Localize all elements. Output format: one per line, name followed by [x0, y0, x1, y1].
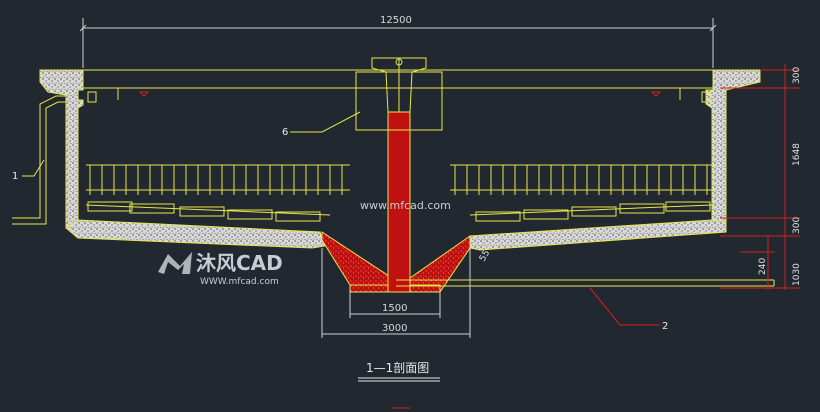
dim-300-mid: 300 — [792, 217, 802, 234]
overall-dimension — [79, 18, 717, 68]
filter-brick — [523, 209, 569, 220]
filter-brick — [275, 211, 321, 222]
watermark-brand: 沐风CAD — [196, 251, 283, 275]
inlet-pipe — [12, 95, 66, 225]
dim-240: 240 — [758, 258, 768, 275]
sludge-outlet-pipe — [396, 279, 775, 287]
brand-logo-icon — [158, 252, 192, 274]
callout-leaders — [22, 111, 660, 326]
right-wall — [705, 69, 761, 229]
dim-3000: 3000 — [382, 323, 407, 334]
filter-brick — [571, 206, 617, 217]
watermark-brand-url: WWW.mfcad.com — [200, 277, 279, 287]
water-level-marks — [138, 91, 662, 97]
dim-1648: 1648 — [792, 143, 802, 166]
center-column — [355, 57, 443, 293]
sludge-hopper — [321, 231, 393, 293]
top-beam — [40, 69, 713, 89]
dim-1030: 1030 — [792, 263, 802, 286]
section-title-underline — [358, 377, 440, 382]
right-dimensions — [720, 64, 800, 290]
overall-width-label: 12500 — [380, 15, 412, 26]
bottom-dimensions — [321, 248, 471, 338]
dim-1500: 1500 — [382, 303, 407, 314]
left-wall — [39, 69, 84, 229]
scraper-ticks-left — [89, 165, 343, 195]
sludge-hopper-right — [409, 235, 471, 293]
callout-2: 2 — [662, 321, 668, 332]
filter-brick — [665, 201, 711, 212]
scraper-frame-right — [450, 164, 713, 216]
bottom-slab — [65, 219, 326, 249]
filter-brick — [475, 211, 521, 222]
dim-300-top: 300 — [792, 67, 802, 84]
callout-1: 1 — [12, 171, 18, 182]
section-title: 1—1剖面图 — [366, 361, 429, 375]
filter-brick — [619, 203, 665, 214]
scraper-ticks-right — [454, 165, 708, 195]
filter-brick — [87, 201, 133, 212]
filter-brick — [129, 203, 175, 214]
filter-brick — [179, 206, 225, 217]
filter-brick — [227, 209, 273, 220]
watermark-url-center: www.mfcad.com — [360, 199, 451, 212]
bottom-slab-right — [469, 219, 727, 251]
callout-6: 6 — [282, 127, 288, 138]
filter-bricks — [87, 201, 711, 222]
weir-markers — [87, 88, 711, 103]
